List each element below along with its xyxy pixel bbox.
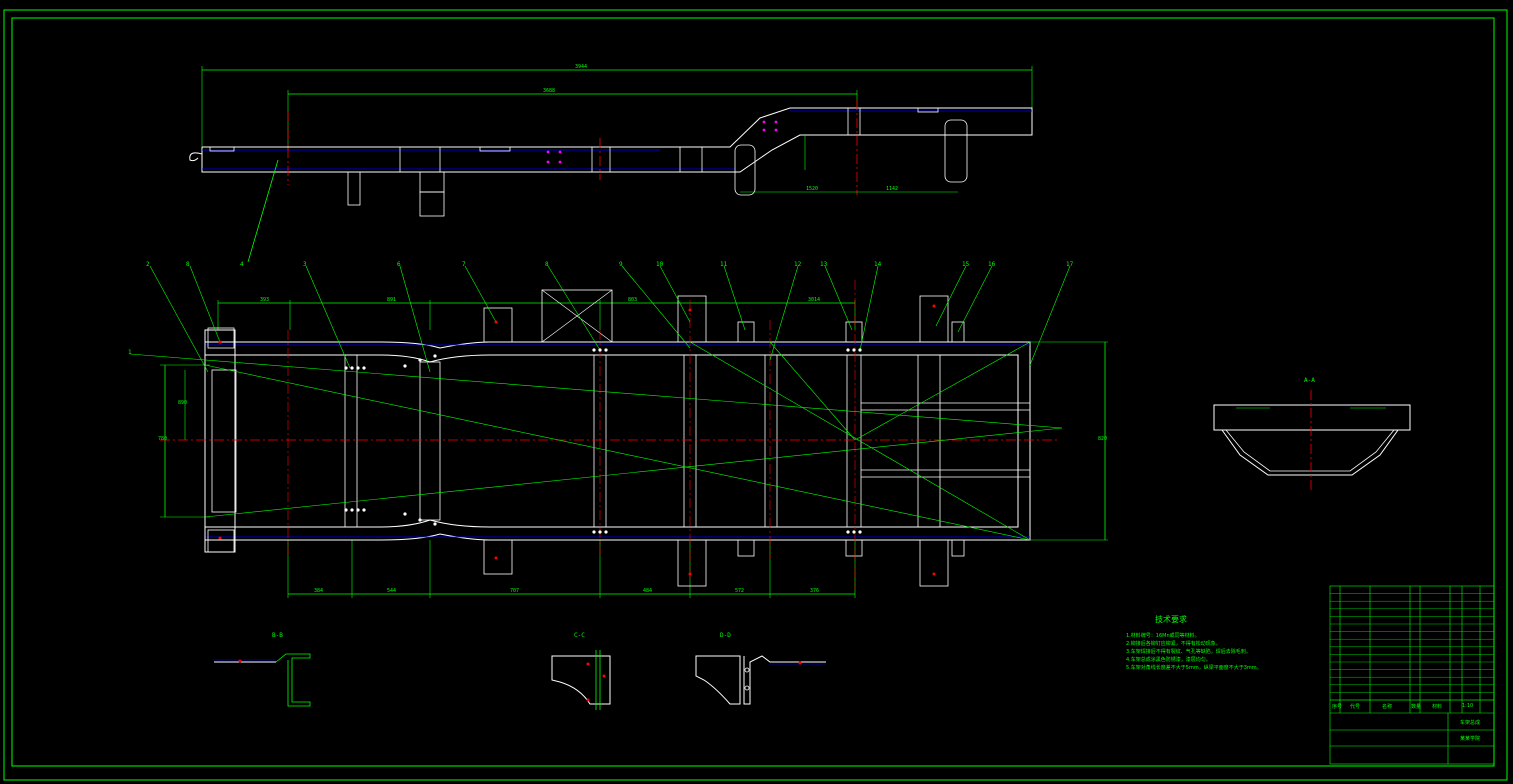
title-block-header-code: 代号: [1350, 704, 1361, 710]
title-block-header-no: 序号: [1332, 704, 1343, 710]
section-b-b-view: [214, 653, 311, 707]
callout-2: 2: [146, 261, 150, 268]
callout-8a: 8: [186, 261, 190, 268]
dim-top-short-2: 1142: [886, 186, 899, 192]
callout-11: 11: [720, 261, 728, 268]
dim-plan-left-1: 780: [158, 436, 168, 442]
dim-top-inner: 3688: [543, 88, 556, 94]
bom-rows: [1330, 593, 1494, 701]
callout-7: 7: [462, 261, 466, 268]
section-label-c-c: C-C: [574, 632, 585, 639]
dim-plan-bottom-4: 484: [643, 588, 653, 594]
callout-9: 9: [619, 261, 623, 268]
title-block-school: 某某学院: [1460, 736, 1481, 742]
dim-plan-left-2: 890: [178, 400, 188, 406]
dim-top-overall: 3944: [575, 64, 588, 70]
title-block-grid: [1329, 585, 1495, 765]
callout-8b: 8: [545, 261, 549, 268]
callout-17: 17: [1066, 261, 1074, 268]
callout-3: 3: [303, 261, 307, 268]
callout-6: 6: [397, 261, 401, 268]
side-elevation-view: [189, 66, 1033, 263]
dim-plan-top-d: 3014: [808, 297, 821, 303]
callout-4: 4: [240, 261, 244, 268]
callout-10: 10: [656, 261, 664, 268]
dim-plan-bottom-2: 544: [387, 588, 397, 594]
callout-15: 15: [962, 261, 970, 268]
section-d-d-view: [695, 655, 826, 705]
title-block-header-qty: 数量: [1411, 704, 1422, 710]
section-label-d-d: D-D: [720, 632, 731, 639]
tech-requirement-line: 4.车架总成涂黑色防锈漆，漆层均匀。: [1126, 657, 1211, 663]
dim-plan-bottom-6: 376: [810, 588, 820, 594]
tech-requirement-line: 5.车架对角线长度差不大于5mm，纵梁平面度不大于3mm。: [1126, 665, 1262, 671]
plan-view: [129, 265, 1108, 598]
title-block-scale: 1:10: [1462, 703, 1474, 709]
callout-14: 14: [874, 261, 882, 268]
title-block-header-material: 材料: [1432, 704, 1443, 710]
section-label-a-a: A-A: [1304, 377, 1315, 384]
outer-frame: [3, 9, 1508, 781]
dim-plan-bottom-1: 384: [314, 588, 324, 594]
section-label-b-b: B-B: [272, 632, 283, 639]
title-block-drawing-name: 车架总成: [1460, 720, 1481, 726]
dim-plan-right: 820: [1098, 436, 1108, 442]
tech-requirements-title: 技术要求: [1155, 615, 1187, 624]
dim-top-short-1: 1520: [806, 186, 819, 192]
tech-requirement-line: 3.车架焊接后不得有裂纹、气孔等缺陷，焊后去除毛刺。: [1126, 649, 1251, 655]
dim-plan-top-b: 891: [387, 297, 397, 303]
dim-plan-top-c: 803: [628, 297, 638, 303]
tech-requirement-line: 2.铆接后各铆钉应铆紧，不得有松动现象。: [1126, 641, 1221, 647]
tech-requirement-line: 1.材料牌号：16Mn或同等材料。: [1126, 633, 1200, 639]
callout-1: 1: [128, 349, 132, 356]
section-c-c-view: [551, 650, 611, 710]
dim-plan-bottom-5: 572: [735, 588, 745, 594]
section-a-a-view: [1213, 390, 1411, 490]
callout-12: 12: [794, 261, 802, 268]
title-block-header-name: 名称: [1382, 704, 1393, 710]
inner-frame: [11, 17, 1495, 767]
dim-plan-top-a: 393: [260, 297, 270, 303]
callout-16: 16: [988, 261, 996, 268]
callout-13: 13: [820, 261, 828, 268]
dim-plan-bottom-3: 707: [510, 588, 520, 594]
